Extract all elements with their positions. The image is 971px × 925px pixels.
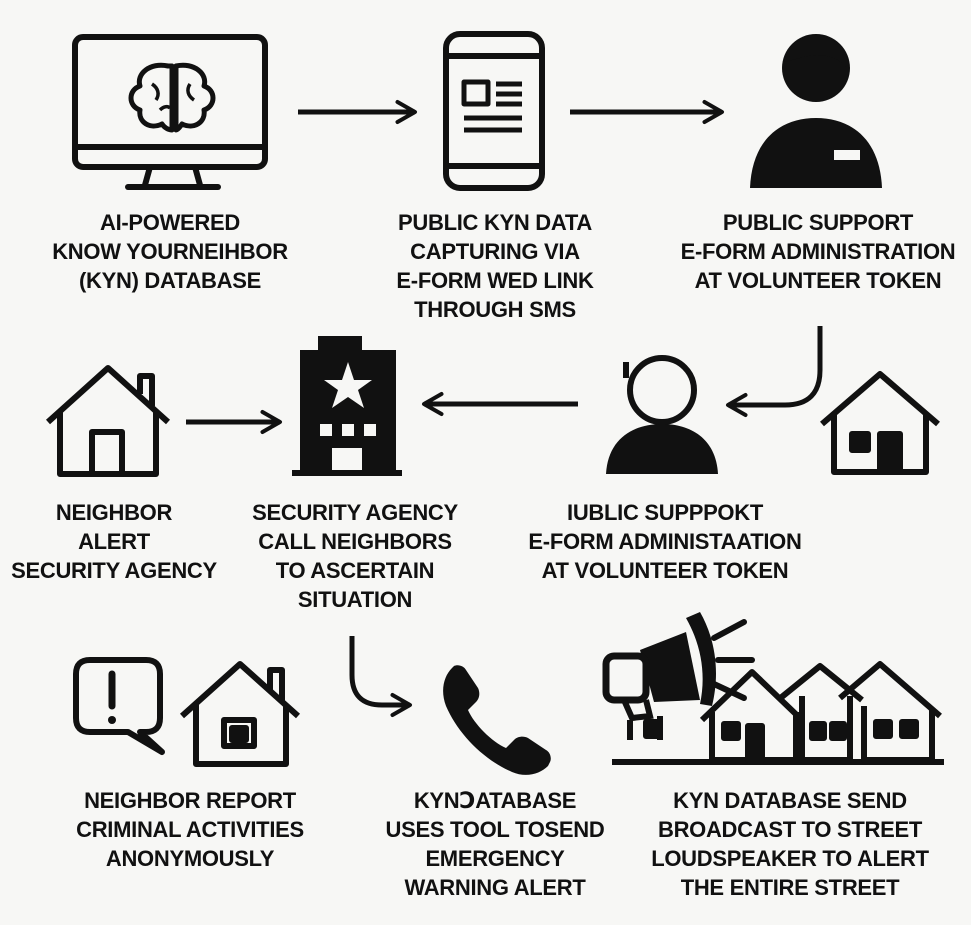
- street-houses-icon: [612, 661, 944, 765]
- label-public-support-2: IUBLIC SUPPPOKT E-FORM ADMINISTAATION AT…: [528, 500, 802, 583]
- label-security-agency: SECURITY AGENCY CALL NEIGHBORS TO ASCERT…: [252, 500, 458, 612]
- report-speech-bubble-icon: [73, 657, 165, 755]
- label-public-support: PUBLIC SUPPORT E-FORM ADMINISTRATION AT …: [680, 210, 956, 293]
- house-icon: [45, 365, 171, 477]
- security-building-icon: [292, 336, 402, 476]
- label-neighbor-report: NEIGHBOR REPORT CRIMINAL ACTIVITIES ANON…: [76, 788, 304, 871]
- house-icon: [820, 371, 940, 475]
- smartphone-form-icon: [443, 31, 545, 191]
- arrow-agency-to-phone: [349, 636, 412, 717]
- label-kyn-database: AI-POWERED KNOW YOURNEIHBOR (KYN) DATABA…: [52, 210, 288, 293]
- megaphone-icon: [602, 612, 755, 722]
- support-person-icon: [606, 355, 718, 474]
- label-emergency-warning: KYNↃATABASE USES TOOL TOSEND EMERGENCY W…: [385, 788, 605, 900]
- label-neighbor-alert: NEIGHBOR ALERT SECURITY AGENCY: [11, 500, 217, 583]
- house-icon: [179, 661, 301, 767]
- arrow-volunteer-down: [726, 326, 823, 417]
- label-broadcast: KYN DATABASE SEND BROADCAST TO STREET LO…: [651, 788, 929, 900]
- volunteer-person-icon: [750, 34, 882, 188]
- label-data-capture: PUBLIC KYN DATA CAPTURING VIA E-FORM WED…: [396, 210, 594, 322]
- phone-icon: [443, 665, 551, 775]
- monitor-brain-icon: [72, 34, 268, 190]
